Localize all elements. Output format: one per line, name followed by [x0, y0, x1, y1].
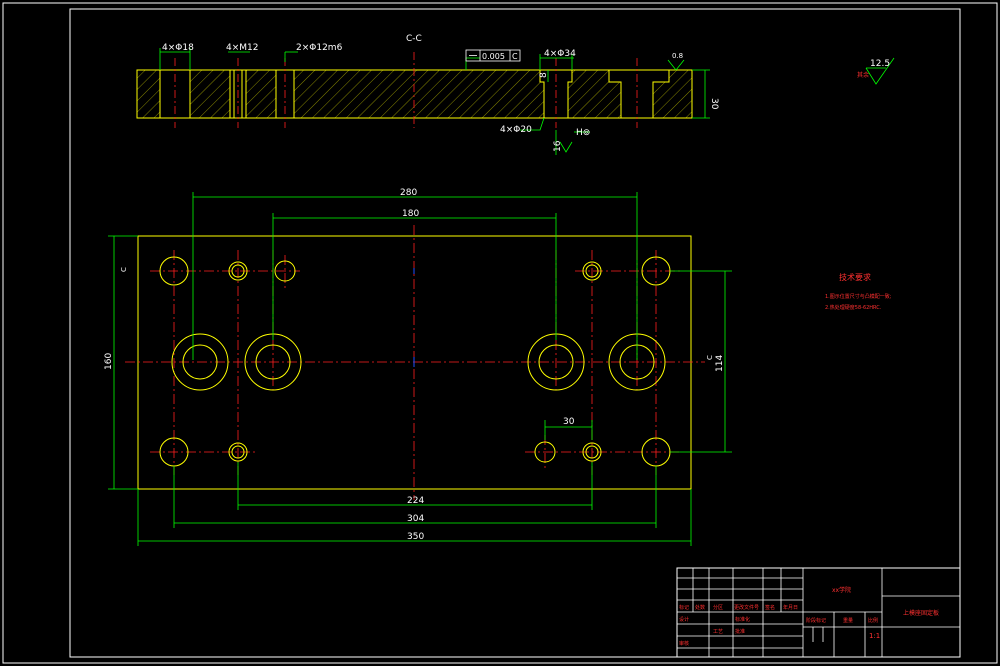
dim-spacing-30: 30 [563, 417, 575, 427]
plan-view: 280 180 160 114 30 224 304 350 C C [104, 188, 732, 546]
row-design-2: 标准化 [735, 616, 750, 623]
row-review-1: 审核 [679, 640, 689, 647]
callout-pins: 2×Φ12m6 [296, 43, 343, 53]
dim-bottom-304: 304 [407, 514, 424, 524]
dim-bottom-350: 350 [407, 532, 424, 542]
callout-depth-16: 16 [553, 140, 563, 152]
row-header-5: 签名 [765, 604, 775, 611]
roughness-value: 12.5 [870, 59, 890, 69]
title-stage-header: 阶段标记 [806, 617, 826, 624]
title-weight-header: 重量 [843, 617, 853, 624]
row-header-6: 年月日 [783, 604, 798, 611]
roughness-symbol [865, 57, 895, 85]
callout-depth-8: 8 [539, 72, 549, 78]
technical-notes: 技术要求 1.图示位置尺寸与凸模配一致; 2.热处理硬度58-62HRC. [825, 272, 892, 311]
section-view: C-C [136, 34, 719, 155]
callout-holes-d18: 4×Φ18 [162, 43, 194, 53]
title-school: xx学院 [832, 586, 851, 594]
hole-d18-top-left [159, 256, 189, 286]
note-item-1: 1.图示位置尺寸与凸模配一致; [825, 293, 892, 300]
pin-hole-right [534, 441, 556, 463]
roughness-08-label: 0.8 [672, 52, 683, 60]
flatness-value: 0.005 [482, 52, 505, 61]
row-header-4: 更改文件号 [734, 604, 759, 611]
section-marker-right: C [706, 355, 714, 360]
title-scale-header: 比例 [868, 617, 878, 624]
section-label: C-C [406, 34, 422, 44]
title-scale-value: 1:1 [869, 632, 880, 640]
section-marker-left: C [120, 267, 128, 272]
plate-outline [137, 235, 692, 490]
dim-top-inner: 180 [402, 209, 419, 219]
flatness-frame [465, 49, 521, 62]
roughness-symbol-small [667, 59, 685, 71]
row-header-2: 处数 [695, 604, 705, 611]
counterbore-1 [171, 333, 229, 391]
callout-holes-m12: 4×M12 [226, 43, 258, 53]
row-header-1: 标记 [679, 604, 689, 611]
notes-title: 技术要求 [839, 272, 871, 282]
callout-thickness: 30 [709, 98, 719, 110]
callout-bottom-holes: 4×Φ20 [500, 125, 532, 135]
hole-m12-bottom-right [582, 442, 602, 462]
title-drawing-name: 上模座固定板 [903, 609, 939, 617]
row-design-1: 设计 [679, 616, 689, 623]
dim-height-right: 114 [715, 355, 725, 372]
plate-section-outline [136, 69, 693, 119]
inner-frame [69, 8, 961, 658]
hole-m12-top-left [228, 261, 248, 281]
callout-counterbore: 4×Φ34 [544, 49, 576, 59]
dim-top-outer: 280 [400, 188, 417, 198]
row-header-3: 分区 [713, 604, 723, 611]
flatness-datum: C [512, 52, 518, 61]
hole-m12-top-right [582, 261, 602, 281]
roughness-note: 其余 [857, 71, 869, 79]
position-symbol: H⊚ [576, 128, 591, 138]
note-item-2: 2.热处理硬度58-62HRC. [825, 304, 882, 311]
row-process-2: 批准 [735, 628, 745, 635]
pin-hole-left [274, 260, 296, 282]
row-process-1: 工艺 [713, 629, 723, 635]
dim-bottom-224: 224 [407, 496, 424, 506]
title-block: xx学院 上模座固定板 阶段标记 重量 比例 1:1 标记 处数 分区 更改文件… [676, 567, 961, 658]
roughness-general: 其余 12.5 [857, 57, 895, 85]
hole-m12-bottom-left [228, 442, 248, 462]
dim-height-left: 160 [104, 353, 114, 370]
